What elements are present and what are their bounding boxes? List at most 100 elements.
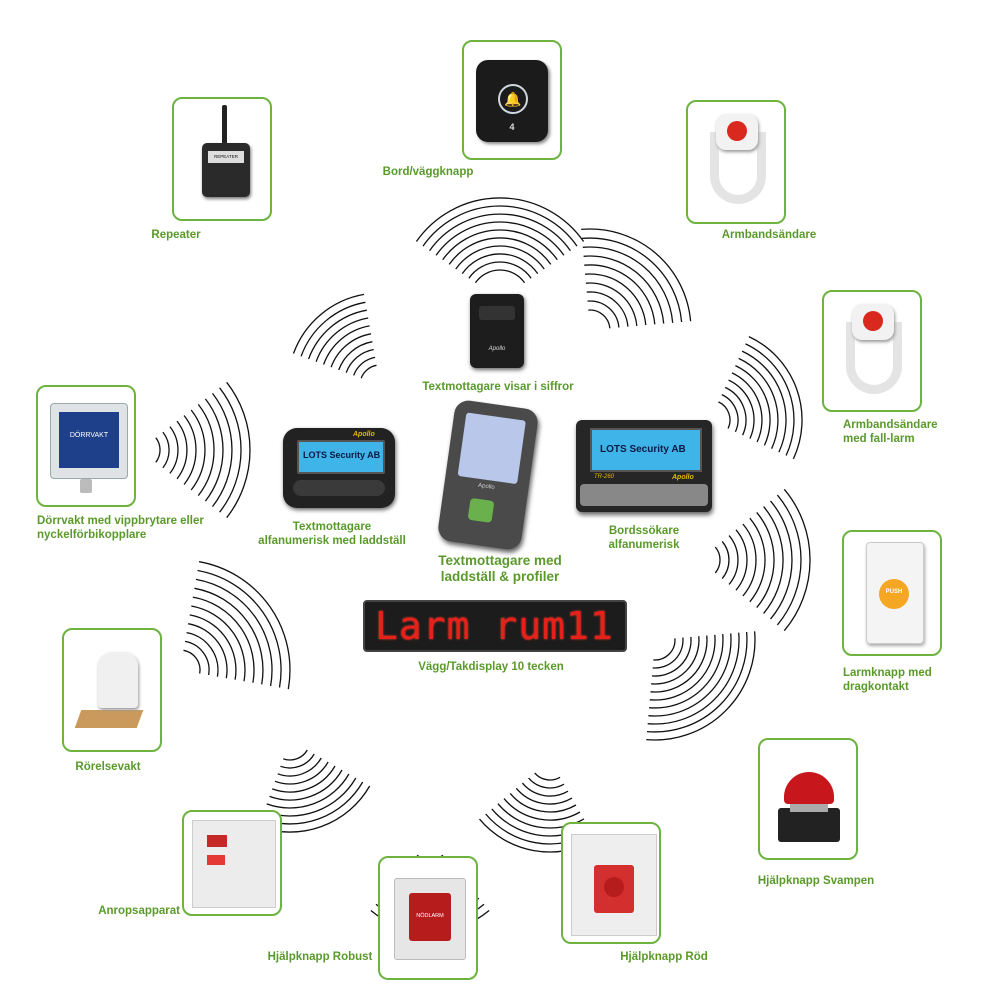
- wave-arc: [584, 264, 656, 325]
- wave-arc: [169, 426, 179, 474]
- desk-pager-brand: Apollo: [672, 474, 694, 481]
- bord-vaggknapp-device: 🔔 4: [476, 60, 548, 142]
- wave-arc: [653, 638, 676, 661]
- larmknapp-frame: PUSH: [842, 530, 942, 656]
- wave-arc: [742, 523, 757, 597]
- wave-arc: [649, 634, 724, 709]
- wave-arc: [435, 221, 565, 256]
- antenna: [222, 105, 227, 149]
- rorelsevakt-frame: [62, 628, 162, 752]
- wave-arc: [749, 517, 766, 603]
- wave-arc: [204, 398, 224, 502]
- button-number: 4: [509, 122, 515, 132]
- wristband-strap: [710, 132, 766, 204]
- wave-arc: [718, 401, 731, 429]
- desk-pager-model: TR-260: [594, 474, 615, 480]
- wave-arc: [468, 261, 532, 279]
- wave-arc: [192, 596, 255, 683]
- wave-arc: [735, 365, 771, 446]
- wave-arc: [474, 269, 526, 284]
- hjalp-rod-label: Hjälpknapp Röd: [620, 951, 708, 963]
- wave-arc: [194, 587, 264, 685]
- wave-arc: [721, 394, 739, 433]
- wave-arc: [197, 403, 215, 497]
- text-profiler-label: Textmottagare med laddställ & profiler: [438, 553, 562, 584]
- wave-arc: [226, 381, 251, 519]
- wave-arc: [583, 255, 665, 324]
- hjalp-robust-frame: NÖDLARM: [378, 856, 478, 980]
- pager-siffror-window: [479, 306, 515, 320]
- dorrvakt-label: Dörrvakt med vippbrytare eller nyckelför…: [37, 515, 204, 541]
- wave-arc: [162, 431, 170, 469]
- anropsapparat-frame: [182, 810, 282, 916]
- larmknapp-label: Larmknapp med dragkontakt: [843, 667, 932, 693]
- wave-arc: [585, 282, 638, 326]
- noolarm-plate: NÖDLARM: [409, 893, 451, 941]
- anropsapparat-red-tag2: [207, 855, 225, 865]
- pager-alfa-device: Apollo LOTS Security AB: [283, 428, 395, 508]
- wave-arc: [528, 777, 565, 789]
- wave-arc: [282, 749, 308, 761]
- wave-arc: [724, 386, 747, 436]
- rorelsevakt-label: Rörelsevakt: [75, 761, 141, 773]
- wave-arc: [651, 636, 692, 677]
- anropsapparat-red-tag: [207, 835, 227, 847]
- wave-arc: [429, 213, 571, 252]
- handheld-screen: [457, 412, 526, 485]
- armbandsandare-device: [716, 114, 758, 150]
- wave-arc: [585, 273, 647, 326]
- bord-vaggknapp-frame: 🔔 4: [462, 40, 562, 160]
- bell-icon: 🔔: [498, 84, 528, 114]
- armbandsandare-fall-label: Armbandsändare med fall-larm: [843, 419, 938, 445]
- hjalp-svampen-frame: [758, 738, 858, 860]
- led-display-device: Larm rum11: [363, 600, 627, 652]
- larmknapp-device: PUSH: [866, 542, 924, 644]
- wave-arc: [353, 356, 376, 376]
- repeater-frame: REPEATER: [172, 97, 272, 221]
- wave-arc: [748, 336, 803, 460]
- wave-arc: [509, 792, 577, 813]
- wave-arc: [195, 578, 273, 687]
- pager-alfa-screen-text: LOTS Security AB: [303, 450, 381, 460]
- wave-arc: [300, 301, 366, 357]
- wave-arc: [183, 415, 197, 485]
- wave-arc: [728, 379, 755, 439]
- push-button-text: PUSH: [885, 589, 903, 595]
- wave-arc: [646, 631, 756, 741]
- desk-pager-base: [580, 484, 708, 506]
- wave-arc: [741, 350, 787, 453]
- wave-arc: [442, 229, 558, 261]
- wave-arc: [714, 546, 721, 574]
- repeater-device: REPEATER: [202, 143, 250, 197]
- wave-arc: [345, 348, 374, 373]
- pager-alfa-screen: LOTS Security AB: [297, 440, 385, 474]
- wave-arc: [588, 309, 611, 329]
- repeater-plate: REPEATER: [208, 151, 244, 163]
- pager-siffror-device: Apollo: [470, 294, 524, 368]
- wave-arc: [191, 605, 246, 682]
- repeater-label: Repeater: [151, 229, 201, 241]
- alarm-button-red: [727, 121, 747, 141]
- text-siffror-label: Textmottagare visar i siffror: [422, 381, 574, 393]
- wave-arc: [738, 357, 779, 449]
- wave-arc: [770, 500, 793, 620]
- wave-arc: [415, 197, 585, 242]
- wave-arc: [315, 317, 369, 362]
- wave-arc: [651, 636, 700, 685]
- rorelsevakt-device: [98, 652, 138, 708]
- armbandsandare-fall-device: [852, 304, 894, 340]
- svampen-base: [778, 808, 840, 842]
- display-label: Vägg/Takdisplay 10 tecken: [418, 661, 564, 673]
- hjalp-rod-device: [571, 834, 657, 936]
- handheld-button-green: [467, 497, 495, 523]
- armbandsandare-frame: [686, 100, 786, 224]
- desk-pager-screen-text: LOTS Security AB: [600, 444, 686, 455]
- wave-arc: [189, 614, 237, 680]
- wave-arc: [586, 291, 629, 327]
- wave-arc: [648, 633, 732, 717]
- wave-arc: [587, 300, 620, 328]
- wave-arc: [338, 341, 373, 371]
- wave-arc: [277, 757, 322, 777]
- wave-arc: [198, 561, 291, 690]
- wave-arc: [280, 753, 315, 769]
